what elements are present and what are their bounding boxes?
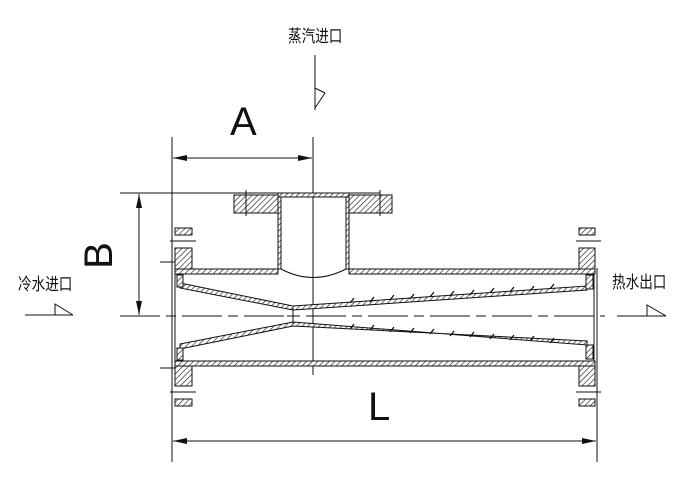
hot-water-outlet-label: 热水出口 xyxy=(612,273,667,293)
dimension-a-label: A xyxy=(230,100,257,144)
mixer-body xyxy=(174,192,596,407)
steam-inlet-label: 蒸汽进口 xyxy=(288,27,343,47)
cold-water-inlet-label: 冷水进口 xyxy=(18,275,73,295)
spiral-fins xyxy=(349,283,555,344)
dimension-b-label: B xyxy=(76,242,121,269)
dimension-l-label: L xyxy=(368,385,391,429)
